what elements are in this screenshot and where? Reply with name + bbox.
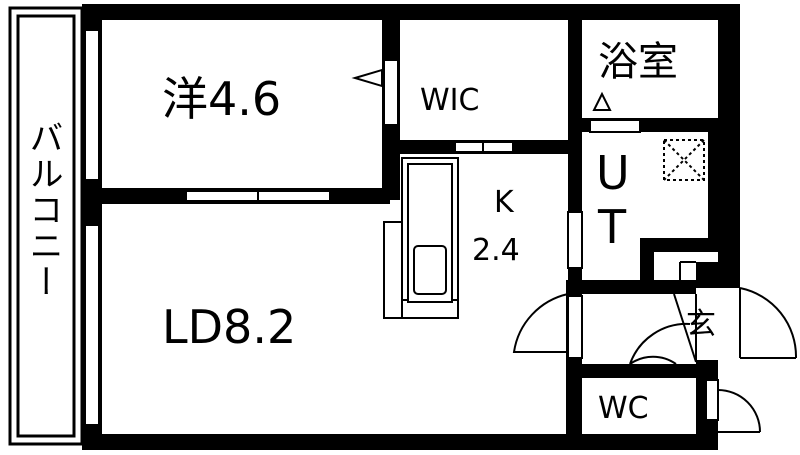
entrance-inner-door xyxy=(629,322,691,365)
kitchen-size-label: 2.4 xyxy=(472,233,520,268)
wc-inner-arc xyxy=(629,355,677,365)
kitchen-counter xyxy=(383,157,459,319)
entrance-step xyxy=(673,261,697,363)
toilet-label: WC xyxy=(598,391,649,426)
bathroom-label: 浴室 xyxy=(598,39,678,85)
wic-label: WIC xyxy=(420,83,480,118)
utility-label-t: T xyxy=(598,200,627,254)
utility-door xyxy=(567,211,583,269)
western-room-label: 洋4.6 xyxy=(162,72,282,126)
sliding-door xyxy=(185,190,331,202)
entrance-label: 玄 xyxy=(686,307,716,342)
living-dining-label: LD8.2 xyxy=(162,300,297,354)
wic-door xyxy=(351,59,399,126)
wc-door xyxy=(705,379,761,433)
wic-shelf xyxy=(454,141,514,153)
balcony-windows xyxy=(84,29,100,426)
kitchen-label: K xyxy=(494,185,514,220)
front-door xyxy=(739,287,798,359)
washer-space xyxy=(663,139,705,181)
kitchen-door xyxy=(512,292,583,359)
bathroom-door xyxy=(589,91,641,133)
utility-label-u: U xyxy=(596,146,630,200)
balcony-label: バルコニー xyxy=(23,120,63,300)
